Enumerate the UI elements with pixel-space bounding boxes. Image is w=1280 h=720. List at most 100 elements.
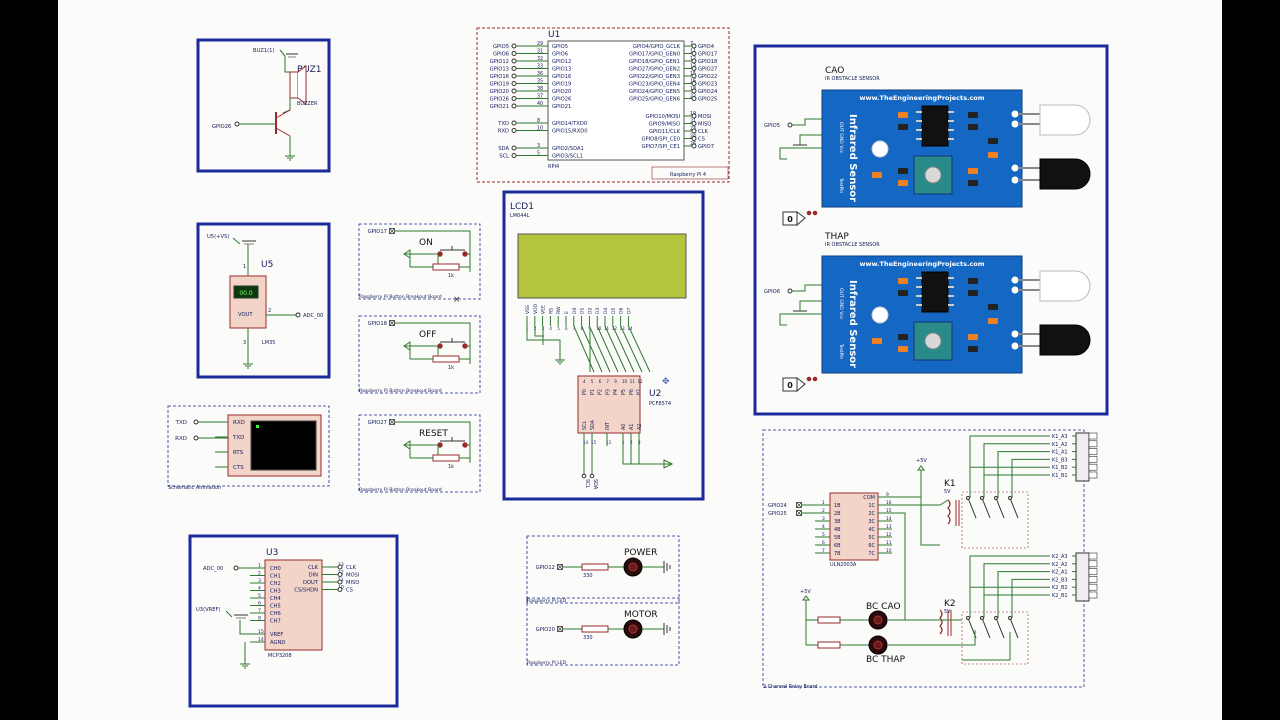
led-board-frame: [526, 535, 680, 604]
pin-number: 13: [620, 326, 626, 331]
pin-number: 3: [243, 340, 246, 346]
terminal-screw-icon[interactable]: [1088, 568, 1098, 575]
rpi-pin-name: GPIO26: [552, 97, 571, 103]
wire: [581, 325, 603, 373]
net-terminal-icon: [295, 312, 301, 318]
uln-pin-name: 1C: [868, 503, 875, 509]
rpi-pin-name: GPIO11/CLK: [649, 129, 681, 135]
sensor-testpin: TestPin: [838, 177, 844, 193]
smd-part: [968, 168, 978, 174]
expander-pin-name: A1: [629, 424, 635, 430]
wire: [395, 230, 471, 254]
rpi-pin-number: 31: [537, 49, 543, 55]
terminal-screw-icon[interactable]: [1088, 560, 1098, 568]
net-terminal-icon: [691, 128, 697, 134]
lcd-pin-name: D1: [580, 307, 586, 314]
rpi-board-tag: [651, 166, 729, 180]
rpi-pin-net: CS: [698, 137, 705, 143]
rpi-pin-net: MISO: [698, 122, 711, 128]
pushbutton-contact-icon[interactable]: [462, 442, 468, 448]
terminal-screw-icon[interactable]: [1088, 471, 1098, 479]
rpi-board-name: Raspberry Pi 4: [670, 172, 706, 178]
rpi-pin-net: GPIO27: [698, 67, 717, 73]
terminal-screw-icon[interactable]: [1088, 576, 1098, 583]
terminal-screw-icon[interactable]: [1088, 432, 1098, 440]
trimpot-knob-icon[interactable]: [924, 332, 942, 350]
trimpot-knob-icon[interactable]: [924, 166, 942, 184]
uln-pin-name: 7C: [868, 551, 875, 557]
pin-number: 3: [822, 516, 825, 522]
led-board-name: Raspberry Pi LED: [527, 598, 567, 604]
led-pin: [1011, 120, 1019, 128]
pushbutton-contact-icon[interactable]: [462, 343, 468, 349]
rpi-pin-net: TXD: [497, 121, 509, 127]
pin-number: 12: [612, 326, 618, 331]
rpi-pin-net: GPIO5: [493, 44, 509, 50]
rpi-pin-name: GPIO22/GPIO_GEN3: [629, 74, 680, 80]
buzzer-gpio-label: GPIO26: [212, 124, 231, 130]
terminal-pin-name: TXD: [232, 435, 244, 441]
pin-number: 3: [258, 578, 261, 584]
net-terminal-icon: [511, 43, 517, 49]
lcd-pin-name: VDD: [533, 303, 539, 314]
led-label: MOTOR: [624, 610, 658, 620]
rpi-pin-net: GPIO6: [493, 52, 509, 58]
pin-number: 6: [599, 379, 602, 384]
rpi-subcircuit-frame: [476, 27, 730, 183]
terminal-label: K1_B3: [1052, 457, 1068, 463]
resistor-value: 330: [583, 573, 593, 579]
pin-number: 1: [622, 440, 625, 445]
close-icon[interactable]: ×: [453, 295, 461, 305]
rpi-pin-name: GPIO8/SPI_CE0: [641, 137, 680, 143]
led-pin: [1011, 176, 1019, 184]
wire: [983, 474, 1050, 498]
rpi-pin-number: 5: [537, 151, 540, 157]
wire: [239, 620, 250, 635]
terminal-label: K2_B3: [1052, 577, 1068, 583]
terminal-screw-icon[interactable]: [1088, 583, 1098, 591]
smd-part: [988, 304, 998, 310]
uln-pin-name: 5B: [834, 535, 841, 541]
button-board-name: Raspberry Pi Button Breakout Board: [359, 487, 442, 493]
relay-switch-icon: [981, 617, 991, 639]
smd-part: [898, 278, 908, 284]
wire: [920, 497, 940, 546]
move-cursor-icon[interactable]: ✥: [662, 377, 670, 387]
terminal-screw-icon[interactable]: [1088, 456, 1098, 463]
pin-number: 14: [583, 440, 589, 445]
uln2003-value: ULN2003A: [830, 562, 857, 568]
wire: [962, 632, 1011, 661]
terminal-screw-icon[interactable]: [1088, 463, 1098, 471]
pin-number: 13: [886, 524, 892, 530]
pin-number: 9: [886, 492, 889, 498]
button-board-name: Raspberry Pi Button Breakout Board: [359, 388, 442, 394]
resistor-icon: [581, 625, 609, 633]
lamp-icon: [873, 615, 883, 625]
wire: [892, 499, 949, 506]
terminal-screw-icon[interactable]: [1088, 591, 1098, 599]
smd-part: [968, 180, 978, 186]
terminal-screw-icon[interactable]: [1088, 552, 1098, 560]
button-gpio-label: GPIO17: [368, 229, 387, 235]
wire: [225, 610, 233, 618]
pin-number: 13: [606, 440, 612, 445]
uln-pin-name: 5C: [868, 535, 875, 541]
smd-part: [988, 318, 998, 324]
relay-switch-icon: [981, 497, 991, 519]
terminal-screw-icon[interactable]: [1088, 448, 1098, 455]
wire: [969, 466, 1050, 498]
adc-pin-name: DIN: [309, 573, 319, 579]
button-board-frame: [358, 223, 481, 300]
pin-number: 4: [822, 524, 825, 530]
lcd-pin-name: D4: [603, 307, 609, 314]
buzzer-value: BUZZER: [297, 101, 318, 107]
logic-probe-dot: [812, 376, 818, 382]
terminal-screw-icon[interactable]: [1088, 440, 1098, 448]
resistor-icon: [432, 454, 460, 462]
uln-pin-name: 3C: [868, 519, 875, 525]
relay-contact: [980, 616, 984, 620]
pin-number: 1: [243, 264, 246, 270]
uln-pin-name: 4C: [868, 527, 875, 533]
pushbutton-contact-icon[interactable]: [462, 251, 468, 257]
